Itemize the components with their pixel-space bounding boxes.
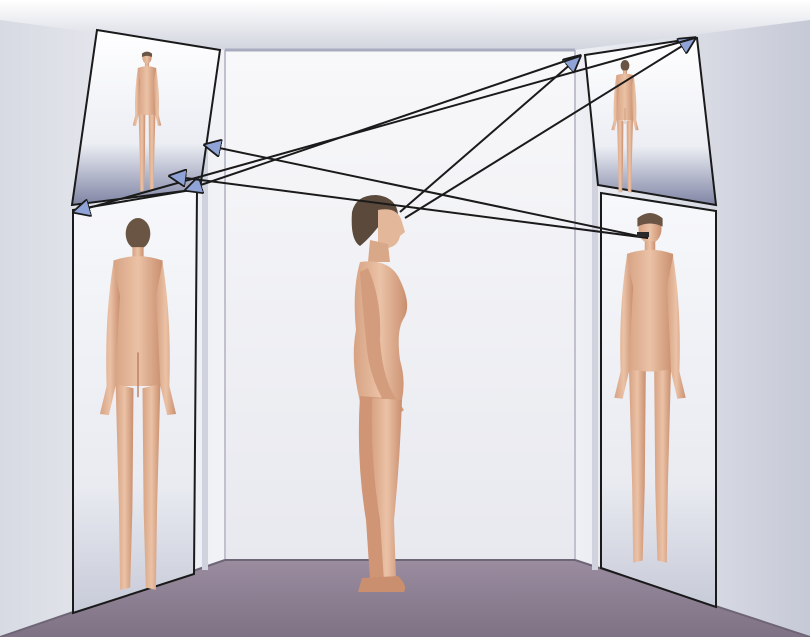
right-mirror-eye-marker bbox=[637, 232, 649, 237]
mirror-right bbox=[601, 193, 716, 607]
mirror-left bbox=[73, 189, 197, 613]
center-figure-feet bbox=[358, 576, 405, 592]
